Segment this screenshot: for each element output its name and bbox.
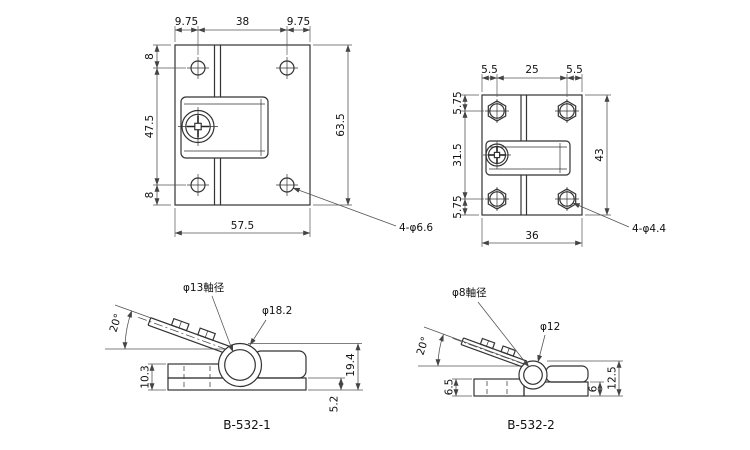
hinge2-hexnut-bottom-right <box>555 187 579 211</box>
dim-s2-height-right: 12.5 <box>607 366 619 389</box>
hinge1-hole-top-right <box>276 57 298 79</box>
dim-h1-holes-label: 4-φ6.6 <box>399 222 433 234</box>
hinge2-hexnut-bottom-left <box>485 187 509 211</box>
dim-h1-left-bottom: 8 <box>144 192 156 199</box>
dim-h1-top-left: 9.75 <box>175 16 198 28</box>
hinge2-right-leaf <box>545 365 589 383</box>
hinge2-shaft <box>523 365 543 385</box>
caption-b-532-1: B-532-1 <box>223 418 270 432</box>
hinge2-plate <box>481 94 583 216</box>
dim-s1-shaft-label: φ13軸径 <box>183 281 225 294</box>
dim-s2-angle: 20° <box>415 335 432 356</box>
dim-h1-bottom: 57.5 <box>231 220 254 232</box>
hinge2-hexnut-top-left <box>485 99 509 123</box>
dim-h1-top-mid: 38 <box>236 16 249 28</box>
hinge1-shaft <box>224 349 256 381</box>
dim-s2-height-left: 6.5 <box>444 379 456 396</box>
side-view-hinge-2: 20° φ8軸径 φ12 6.5 6 <box>415 286 623 432</box>
hinge1-hole-bottom-left <box>187 174 209 196</box>
front-view-hinge-2-dimensions: 5.5 25 5.5 5.75 31.5 5.75 43 36 4-φ4.4 <box>452 64 666 247</box>
front-view-hinge-1-dimensions: 9.75 38 9.75 8 47.5 8 63.5 57.5 4-φ6.6 <box>144 16 433 237</box>
hinge1-plate <box>174 44 311 206</box>
hinge2-hexnut-top-right <box>555 99 579 123</box>
hinge2-angled-leaf <box>452 337 532 369</box>
dim-h2-left-mid: 31.5 <box>452 143 464 166</box>
hinge1-knuckle-band <box>180 96 269 159</box>
dim-s1-height-left: 10.3 <box>140 365 152 388</box>
dim-s2-outer-label: φ12 <box>540 321 560 333</box>
dim-h2-left-bottom: 5.75 <box>452 195 464 218</box>
dim-h1-right: 63.5 <box>335 113 347 136</box>
dim-h1-left-mid: 47.5 <box>144 115 156 138</box>
dim-h2-bottom: 36 <box>525 230 539 242</box>
hinge1-phillips-screw <box>178 107 218 146</box>
dim-s1-lip: 5.2 <box>329 396 341 413</box>
caption-b-532-2: B-532-2 <box>507 418 554 432</box>
dim-h2-top-left: 5.5 <box>481 64 498 76</box>
dim-s2-lip: 6 <box>588 385 600 392</box>
hinge2-left-block <box>473 378 525 397</box>
dim-h2-holes-label: 4-φ4.4 <box>632 223 666 235</box>
hinge1-hole-top-left <box>187 57 209 79</box>
dim-h2-top-mid: 25 <box>525 64 538 76</box>
dim-h1-top-right: 9.75 <box>287 16 310 28</box>
dim-h2-right: 43 <box>594 148 606 161</box>
side-view-hinge-1: 20° φ13軸径 φ18.2 10.3 5 <box>105 281 363 432</box>
front-view-hinge-1 <box>174 44 311 206</box>
dim-h2-left-top: 5.75 <box>452 91 464 114</box>
dim-h2-top-right: 5.5 <box>566 64 583 76</box>
hinge2-phillips-screw <box>483 141 511 169</box>
hinge1-angled-leaf <box>138 316 238 356</box>
hinge1-screw-head-1 <box>170 317 190 332</box>
dim-s1-outer-label: φ18.2 <box>262 305 292 317</box>
dim-h1-left-top: 8 <box>144 53 156 60</box>
hinge1-hole-bottom-right <box>276 174 298 196</box>
dim-s2-shaft-label: φ8軸径 <box>452 286 487 299</box>
dim-s1-height-right: 19.4 <box>345 353 357 377</box>
dim-s1-angle: 20° <box>108 312 125 333</box>
front-view-hinge-2 <box>481 94 583 216</box>
